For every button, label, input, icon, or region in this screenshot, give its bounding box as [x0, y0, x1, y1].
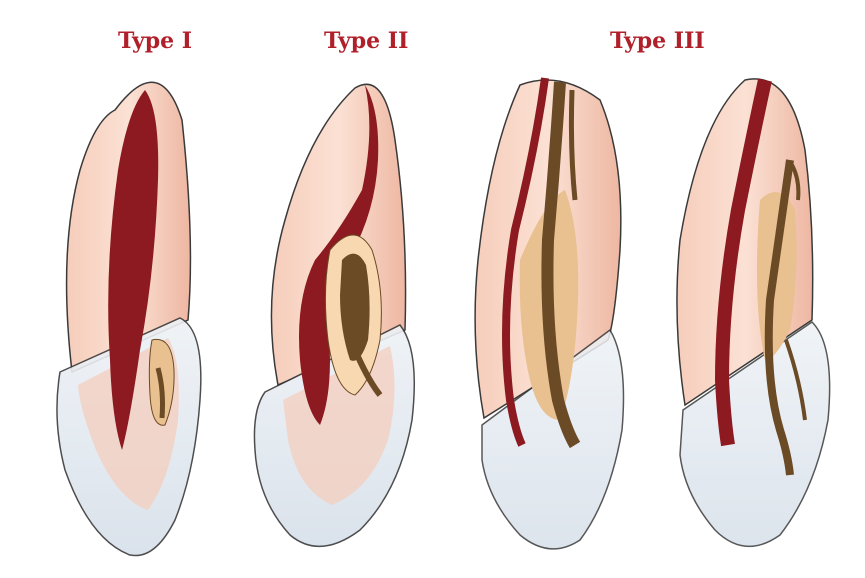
tooth-3b-pulp	[714, 78, 772, 447]
tooth-1-canal	[155, 367, 165, 419]
tooth-1-pulp	[108, 90, 159, 450]
tooth-2-crown-inner	[283, 346, 395, 505]
tooth-3b-canal-branch	[784, 164, 807, 421]
label-type-1: Type I	[118, 28, 193, 54]
tooth-3a-canal-branch	[568, 89, 578, 201]
label-type-3: Type III	[610, 28, 705, 54]
tooth-3a-canal-main	[541, 81, 581, 449]
tooth-2-invagination-inner	[340, 253, 370, 361]
tooth-3b-crown	[679, 321, 831, 548]
tooth-3a-crown	[481, 328, 625, 550]
label-type-2: Type II	[324, 28, 409, 54]
tooth-3b-canal-main	[764, 159, 794, 476]
tooth-type-1-icon	[56, 81, 202, 557]
tooth-2-canal	[352, 348, 383, 397]
tooth-type-2-icon	[253, 83, 416, 547]
tooth-3a-pulp-left	[502, 77, 549, 447]
tooth-type-3a-icon	[474, 77, 625, 550]
tooth-type-3b-icon	[676, 78, 831, 548]
